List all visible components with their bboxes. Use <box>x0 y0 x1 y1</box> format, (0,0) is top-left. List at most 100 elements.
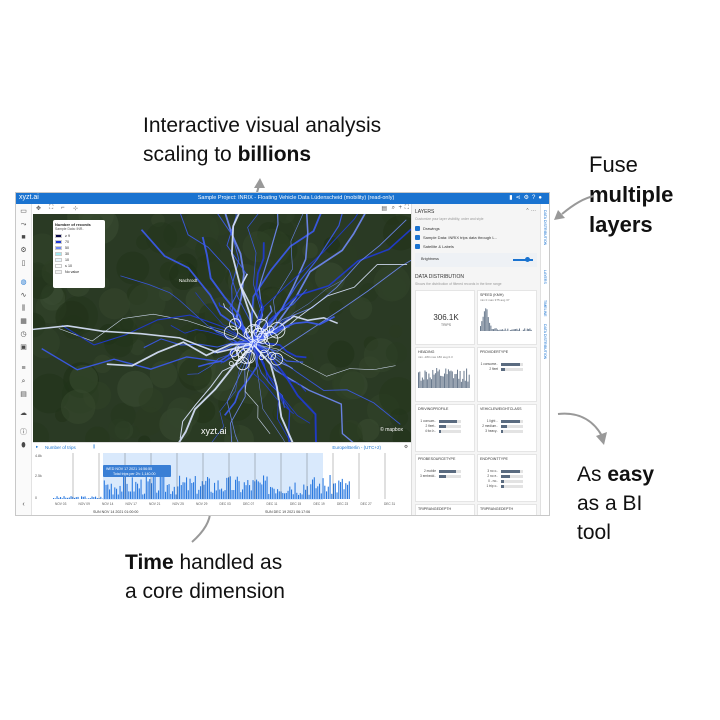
timeline-bar <box>144 493 146 499</box>
app-brand[interactable]: xyzt.ai <box>19 194 39 201</box>
histogram-bar <box>428 373 430 388</box>
category-row[interactable]: 0 - no.. <box>480 479 523 483</box>
checkbox-icon[interactable] <box>415 226 420 231</box>
category-row[interactable]: 2 fleet <box>480 367 523 371</box>
zoom-in-icon[interactable]: + <box>398 205 402 211</box>
play-icon[interactable]: ▸ <box>36 444 39 449</box>
category-row[interactable]: 1 consum.. <box>418 419 461 423</box>
timeline-bar <box>117 494 119 499</box>
category-row[interactable]: 1 trip o.. <box>480 484 523 488</box>
ruler-icon[interactable]: ⌐ <box>61 205 65 211</box>
timeline-bar <box>229 476 231 499</box>
layer-row-drawings[interactable]: Drawings <box>415 225 533 232</box>
account-icon[interactable]: ● <box>538 195 545 201</box>
checkbox-icon[interactable] <box>415 244 420 249</box>
compass-icon[interactable]: ⊹ <box>73 206 79 212</box>
tab-data-distribution-2[interactable]: DATA DISTRIBUTION <box>543 324 547 360</box>
info-icon[interactable]: ⓘ <box>20 429 27 436</box>
cloud-icon[interactable]: ☁ <box>20 410 27 417</box>
category-row[interactable]: 3 embedd.. <box>418 474 461 478</box>
map-view[interactable]: Number of records Sample Data: INR.. ≥ 9… <box>33 214 411 442</box>
category-row[interactable]: 3 heavy.. <box>480 429 523 433</box>
search-icon[interactable]: ⌕ <box>21 378 26 385</box>
tab-layers[interactable]: LAYERS <box>543 270 547 284</box>
category-row[interactable]: 2 no e.. <box>480 474 523 478</box>
distribution-card[interactable]: TRIPRANGEDEPTH <box>477 504 537 515</box>
zoom-search-icon[interactable]: ⌕ <box>391 205 395 211</box>
bar-chart-icon[interactable]: ⫼ <box>21 305 26 312</box>
distribution-card[interactable]: TRIPRANGEDEPTH <box>415 504 475 515</box>
brightness-slider[interactable] <box>513 259 533 261</box>
category-row[interactable]: 2 mobile <box>418 469 461 473</box>
histogram-bar <box>522 329 524 331</box>
data-icon[interactable]: ▮ <box>509 195 516 201</box>
timeline-bars <box>53 453 386 499</box>
layer-row-inrix[interactable]: Sample Data: INRIX trips data through L.… <box>415 234 533 241</box>
library-icon[interactable]: ■ <box>21 234 26 241</box>
terrain-patch <box>253 228 291 267</box>
grid-icon[interactable]: ▦ <box>20 318 27 325</box>
tab-timeline[interactable]: TIMELINE <box>543 300 547 317</box>
histogram-bar <box>526 328 528 331</box>
select-icon[interactable]: ⛶ <box>49 205 54 211</box>
category-row[interactable]: 1 light .. <box>480 419 523 423</box>
share-icon[interactable]: ⋖ <box>515 195 524 201</box>
calendar-icon[interactable]: ▣ <box>20 344 27 351</box>
route-icon[interactable]: ⤳ <box>20 221 27 228</box>
category-row[interactable]: 3 no o.. <box>480 469 523 473</box>
settings-icon[interactable]: ⚙ <box>523 195 533 201</box>
metric-selector[interactable]: Number of trips <box>45 444 76 450</box>
timeline-bar <box>334 483 336 499</box>
folder-icon[interactable]: ▭ <box>20 208 27 215</box>
list-icon[interactable]: ≡ <box>21 365 26 372</box>
timeline-bar <box>212 492 214 499</box>
layer-name: Sample Data: INRIX trips data through L.… <box>423 235 497 240</box>
histogram-bar <box>457 369 458 388</box>
timeline-bar <box>242 489 244 499</box>
category-row[interactable]: 4 for-h.. <box>418 429 461 433</box>
layers-toggle-icon[interactable]: ▤ <box>381 206 387 212</box>
legend-swatch <box>55 240 62 244</box>
pin-icon[interactable]: ⬮ <box>21 442 26 449</box>
help-icon[interactable]: ? <box>532 195 539 201</box>
category-bar <box>439 469 456 473</box>
timezone-selector[interactable]: Europe/Berlin - (UTC+2) <box>332 444 381 450</box>
checkbox-icon[interactable] <box>415 235 420 240</box>
histogram-bar <box>444 373 445 388</box>
document-icon[interactable]: ▯ <box>21 260 26 267</box>
trend-icon[interactable]: ∿ <box>20 292 27 299</box>
tab-data-distribution[interactable]: DATA DISTRIBUTION <box>543 210 547 246</box>
gear-icon[interactable]: ⚙ <box>20 247 27 254</box>
distribution-card[interactable]: SPEED (KMH)min 0 max 375 avg 37 <box>477 290 537 345</box>
slider-handle[interactable] <box>525 257 530 262</box>
city-road-loop <box>243 330 252 339</box>
map-icon[interactable]: ▤ <box>20 391 27 398</box>
layer-row-satellite[interactable]: Satellite & Labels <box>415 243 533 250</box>
category-row[interactable]: 2 medium.. <box>480 424 523 428</box>
histogram-bar <box>446 374 448 388</box>
city-road-loop <box>255 338 271 354</box>
fullscreen-icon[interactable]: ⛶ <box>404 205 409 211</box>
move-icon[interactable]: ✥ <box>36 206 42 212</box>
total-trips-value: 306.1K <box>433 313 459 322</box>
timeline-settings-icon[interactable]: ⚙ <box>403 444 408 449</box>
collapse-icon[interactable]: ‹ <box>22 501 25 508</box>
globe-icon[interactable]: ◍ <box>20 279 27 286</box>
chart-type-icon[interactable]: ⫼ <box>93 444 96 449</box>
histogram-bar <box>468 374 470 388</box>
caption-text: scaling to <box>143 143 238 166</box>
clock-icon[interactable]: ◷ <box>20 331 27 338</box>
collapse-chevron-icon[interactable]: ⌃ ⋯ <box>525 208 536 214</box>
timeline-bar <box>63 496 65 499</box>
histogram-bar <box>458 378 460 388</box>
category-row[interactable]: 1 consume.. <box>480 362 523 366</box>
category-row[interactable]: 2 fleet.. <box>418 424 461 428</box>
histogram-bar <box>483 311 485 331</box>
